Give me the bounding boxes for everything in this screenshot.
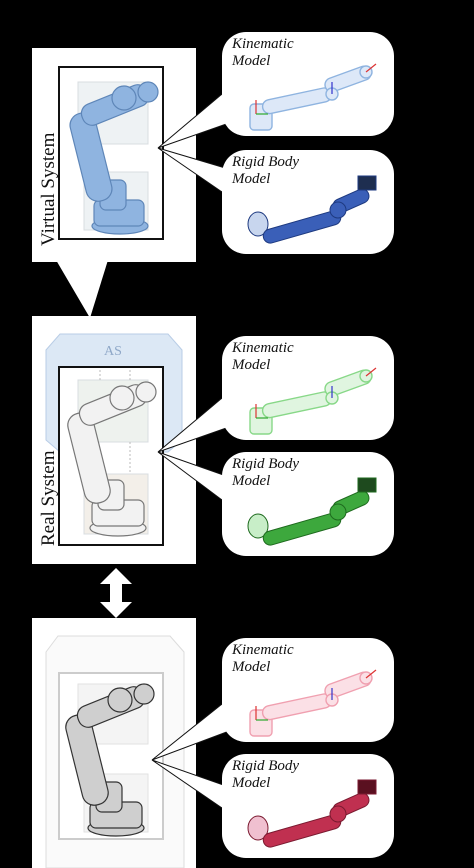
kinematic-model-icon: [249, 63, 377, 131]
kinematic-model-icon: [249, 367, 377, 435]
rigid-body-model-icon: [247, 175, 377, 244]
bottom-robot-frame: [58, 672, 164, 840]
rigid-body-model-icon: [247, 779, 377, 848]
robot-arm-icon: [67, 370, 157, 537]
rigid-body-model-icon: [247, 477, 377, 546]
real-robot-frame: [58, 366, 164, 546]
kinematic-model-icon: [249, 669, 377, 737]
robot-arm-icon: [69, 81, 159, 235]
virtual-robot-frame: [58, 66, 164, 240]
robot-arm-icon: [65, 683, 155, 837]
as-label: AS: [104, 344, 122, 359]
double-arrow-icon: [100, 568, 132, 618]
